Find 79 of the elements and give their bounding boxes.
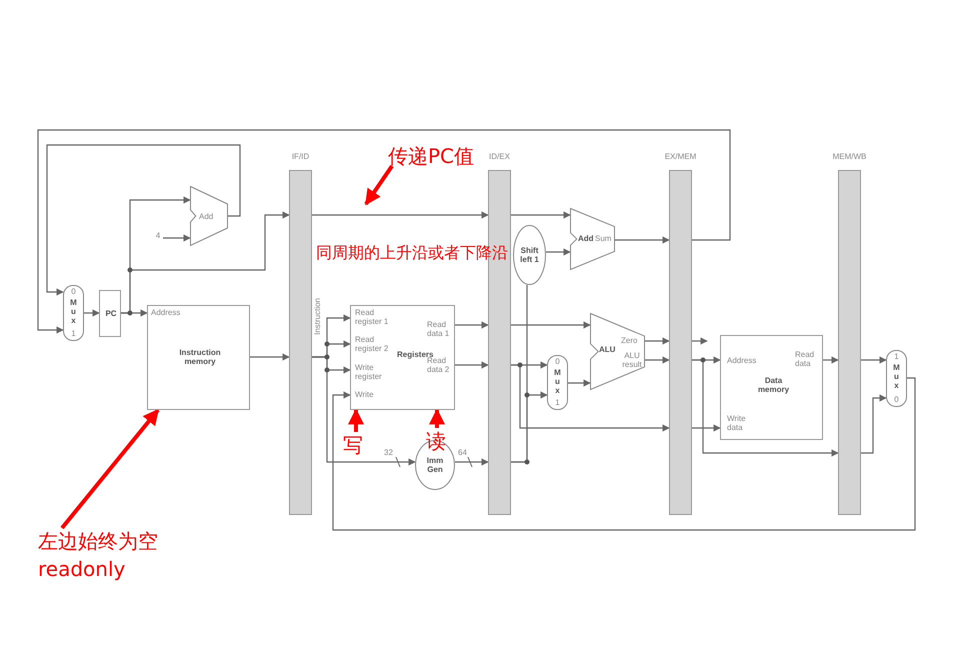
unit-label: M u x bbox=[69, 298, 78, 325]
unit-label: Add bbox=[578, 234, 594, 243]
port-label: 0 bbox=[554, 357, 561, 366]
wire-arrow bbox=[312, 356, 416, 466]
unit-label: Imm Gen bbox=[426, 456, 444, 474]
annotation-arrow bbox=[364, 164, 394, 206]
wire-arrow bbox=[163, 234, 191, 242]
port-label: Read register 1 bbox=[355, 308, 390, 326]
wire-arrow bbox=[455, 361, 489, 369]
wire-arrow bbox=[250, 353, 290, 361]
unit-label: Instruction memory bbox=[178, 348, 222, 366]
wire-arrow bbox=[312, 211, 489, 219]
port-label: 1 bbox=[554, 398, 561, 407]
port-label: ALU result bbox=[621, 351, 643, 369]
port-label: Write bbox=[355, 390, 375, 399]
wire-arrow bbox=[692, 337, 708, 345]
port-label: Address bbox=[727, 356, 758, 365]
wire-arrow bbox=[455, 321, 489, 329]
unit-label: Data memory bbox=[756, 376, 790, 394]
unit-label: Shift left 1 bbox=[519, 246, 540, 264]
wire-arrow bbox=[861, 394, 887, 454]
wire-arrow bbox=[567, 379, 591, 387]
wire-arrow bbox=[645, 356, 670, 364]
wire-arrow bbox=[645, 337, 670, 345]
wire-arrow bbox=[511, 321, 591, 329]
wire-arrow bbox=[37, 129, 731, 334]
wire-arrow bbox=[615, 236, 670, 244]
memory-box bbox=[147, 305, 250, 410]
stage-label: MEM/WB bbox=[832, 152, 868, 161]
wire-arrow bbox=[46, 144, 241, 296]
annotation-arrow bbox=[348, 408, 364, 432]
annotation-arrow bbox=[60, 408, 160, 530]
port-label: Sum bbox=[595, 234, 612, 243]
port-label: 0 bbox=[70, 287, 77, 296]
wire-arrow bbox=[332, 377, 916, 531]
port-label: Address bbox=[151, 308, 182, 317]
port-label: Read data bbox=[795, 350, 816, 368]
unit-label: Registers bbox=[397, 350, 434, 359]
unit-label: Add bbox=[199, 212, 214, 221]
unit-label: M u x bbox=[553, 368, 562, 395]
wire-arrow bbox=[861, 356, 887, 364]
wire-arrow bbox=[692, 359, 839, 457]
bit-width-label: 32 bbox=[384, 448, 393, 457]
wire-arrow bbox=[511, 391, 548, 463]
bit-width-label: 64 bbox=[458, 448, 467, 457]
unit-label: PC bbox=[104, 309, 118, 318]
wire-arrow bbox=[823, 356, 839, 364]
annotation-text: 读 bbox=[426, 428, 447, 454]
wire-arrow bbox=[692, 424, 721, 432]
port-label: Read data 1 bbox=[427, 320, 450, 338]
stage-label: IF/ID bbox=[290, 152, 310, 161]
annotation-text: 左边始终为空 bbox=[38, 528, 159, 554]
port-label: Read data 2 bbox=[427, 356, 450, 374]
port-label: Read register 2 bbox=[355, 335, 390, 353]
port-label: Zero bbox=[621, 336, 638, 345]
port-label: 0 bbox=[893, 395, 900, 404]
wire-arrow bbox=[511, 364, 670, 432]
wire-arrow bbox=[455, 458, 489, 466]
annotation-text: 写 bbox=[343, 432, 364, 458]
annotation-arrow bbox=[429, 408, 445, 428]
signal-label: Instruction bbox=[313, 298, 322, 335]
port-label: Write data bbox=[727, 414, 747, 432]
annotation-text: readonly bbox=[38, 556, 126, 582]
unit-label: M u x bbox=[892, 363, 901, 390]
wire-arrow bbox=[121, 211, 290, 314]
wire-arrow bbox=[511, 211, 571, 219]
memory-box bbox=[720, 335, 823, 440]
pc-box bbox=[99, 290, 121, 337]
wire-arrow bbox=[84, 309, 100, 317]
annotation-text: 同周期的上升沿或者下降沿 bbox=[316, 243, 508, 263]
register-file-box bbox=[350, 305, 455, 410]
port-label: Write register bbox=[355, 363, 383, 381]
stage-label: ID/EX bbox=[488, 152, 511, 161]
stage-label: EX/MEM bbox=[664, 152, 698, 161]
port-label: 1 bbox=[893, 352, 900, 361]
constant-label: 4 bbox=[154, 231, 162, 240]
wire-arrow bbox=[546, 248, 571, 256]
unit-label: ALU bbox=[599, 345, 616, 354]
port-label: 1 bbox=[70, 329, 77, 338]
